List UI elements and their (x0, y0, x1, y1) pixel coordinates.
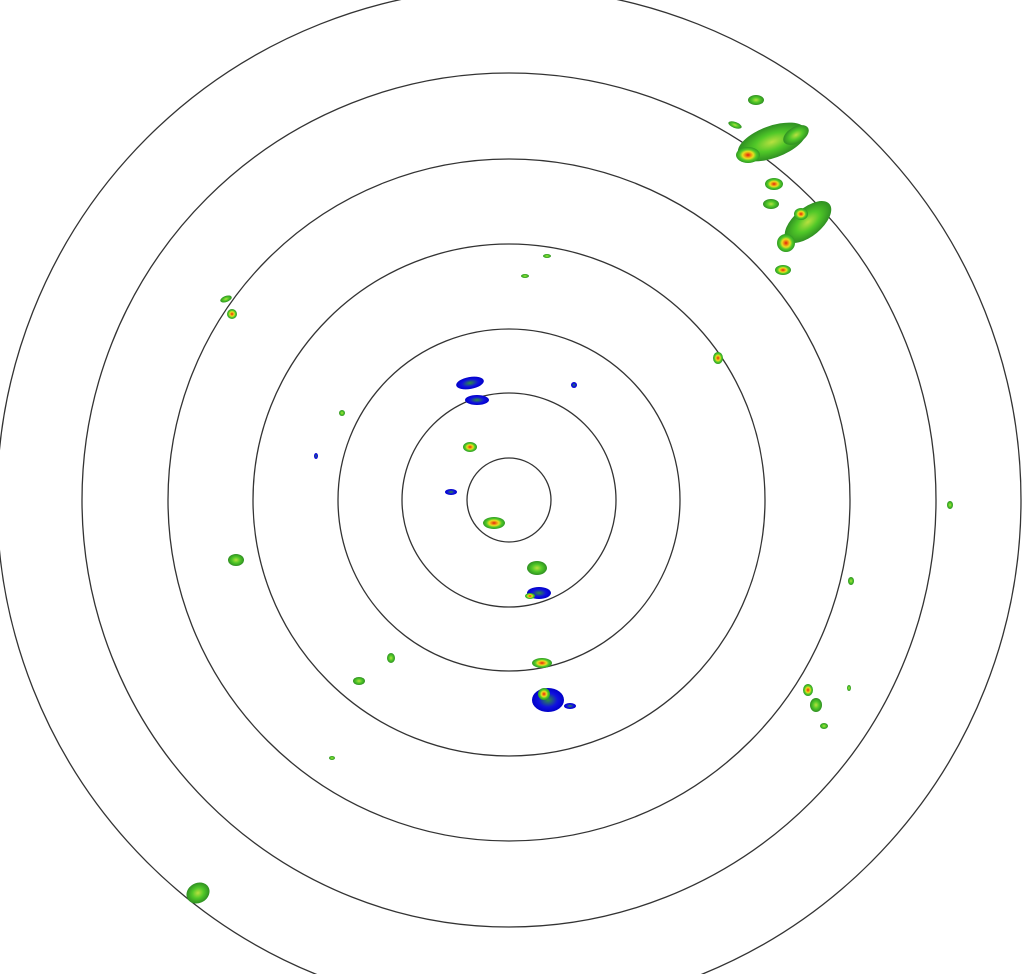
radar-echo (564, 703, 576, 709)
range-ring-4 (252, 243, 766, 757)
radar-echo (387, 653, 395, 663)
radar-echo (186, 882, 210, 904)
radar-echo (748, 95, 764, 105)
radar-echo (947, 501, 953, 509)
radar-echo (463, 442, 477, 452)
radar-echo (445, 489, 457, 495)
radar-echo (465, 395, 489, 405)
range-ring-1 (466, 457, 552, 543)
radar-echo (713, 352, 723, 364)
radar-echo (483, 517, 505, 529)
radar-echo (736, 147, 760, 163)
radar-echo (339, 410, 345, 416)
range-ring-3 (337, 328, 681, 672)
range-ring-6 (81, 72, 937, 928)
radar-echo (538, 688, 550, 700)
radar-echo (847, 685, 851, 691)
radar-echo (820, 723, 828, 729)
radar-echo (848, 577, 854, 585)
radar-echo (803, 684, 813, 696)
radar-echo (775, 265, 791, 275)
radar-echo (784, 201, 832, 243)
radar-echo (353, 677, 365, 685)
radar-echo (765, 178, 783, 190)
radar-echo (314, 453, 318, 459)
radar-echo (527, 561, 547, 575)
radar-echo (521, 274, 529, 278)
precipitation-echoes (186, 95, 953, 904)
radar-echo (571, 382, 577, 388)
range-ring-5 (167, 158, 851, 842)
radar-echo (794, 208, 808, 220)
radar-echo (777, 234, 795, 252)
radar-echo (220, 295, 232, 303)
radar-echo (525, 593, 535, 599)
radar-echo (783, 125, 809, 145)
radar-echo (329, 756, 335, 760)
radar-echo (456, 376, 484, 390)
range-ring-2 (401, 392, 617, 608)
radar-echo (532, 658, 552, 668)
radar-echo (227, 309, 237, 319)
radar-echo (228, 554, 244, 566)
radar-echo (728, 121, 742, 129)
radar-echo (810, 698, 822, 712)
radar-echo (763, 199, 779, 209)
radar-echo (543, 254, 551, 258)
